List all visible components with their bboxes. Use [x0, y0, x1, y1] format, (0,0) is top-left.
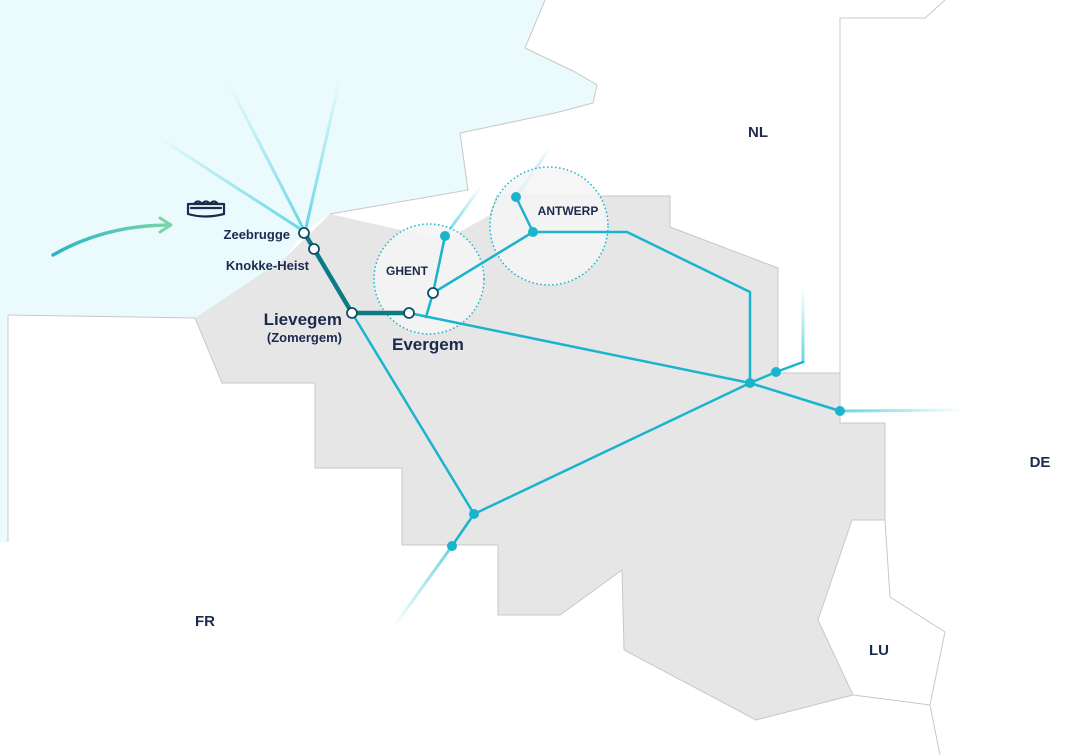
node-label-lievegem: Lievegem	[264, 310, 342, 329]
country-label-lu: LU	[869, 642, 889, 659]
node-label-knokke-heist: Knokke-Heist	[226, 258, 310, 273]
ray-zeebrugge-north	[226, 80, 307, 234]
antwerp-hub-circle	[489, 166, 609, 286]
country-label-de: DE	[1030, 454, 1051, 471]
junction-netherlands	[771, 367, 781, 377]
ray-germany	[838, 408, 967, 413]
north-sea	[0, 0, 597, 542]
ship-icon	[186, 200, 226, 218]
junction-south	[469, 509, 479, 519]
ray-zeebrugge-west	[153, 133, 307, 234]
pipeline-evergem-east	[407, 311, 752, 385]
pipeline-main-segment	[302, 231, 412, 316]
junction-germany	[835, 406, 845, 416]
node-label-zeebrugge: Zeebrugge	[224, 227, 290, 242]
node-zeebrugge	[298, 227, 310, 239]
pipeline-to-germany	[748, 381, 842, 413]
pipeline-to-france	[450, 512, 476, 548]
country-label-fr: FR	[195, 613, 215, 630]
pipeline-network	[350, 195, 842, 548]
junction-antwerp-north	[511, 192, 521, 202]
ray-zeebrugge-northeast	[303, 76, 342, 234]
junction-dots	[440, 192, 845, 551]
city-label-ghent: GHENT	[386, 264, 429, 278]
node-ghent	[427, 287, 439, 299]
pipeline-rays	[153, 76, 967, 630]
ray-ghent-north	[443, 183, 484, 238]
junction-central	[745, 378, 755, 388]
junction-antwerp	[528, 227, 538, 237]
belgium-territory	[195, 196, 885, 720]
pipeline-antwerp-north	[514, 195, 535, 234]
node-evergem	[403, 307, 415, 319]
ghent-hub-circle	[373, 223, 485, 335]
city-label-antwerp: ANTWERP	[538, 204, 599, 218]
node-knokke-heist	[308, 243, 320, 255]
node-lievegem	[346, 307, 358, 319]
junction-ghent-north	[440, 231, 450, 241]
node-label-lievegem-sub: (Zomergem)	[267, 330, 342, 345]
junction-france	[447, 541, 457, 551]
country-label-nl: NL	[748, 124, 768, 141]
incoming-arrow-icon	[51, 216, 173, 257]
ray-france	[391, 544, 454, 630]
pipeline-antwerp-loop	[531, 230, 752, 385]
node-label-evergem: Evergem	[392, 335, 464, 354]
station-nodes	[298, 227, 439, 319]
